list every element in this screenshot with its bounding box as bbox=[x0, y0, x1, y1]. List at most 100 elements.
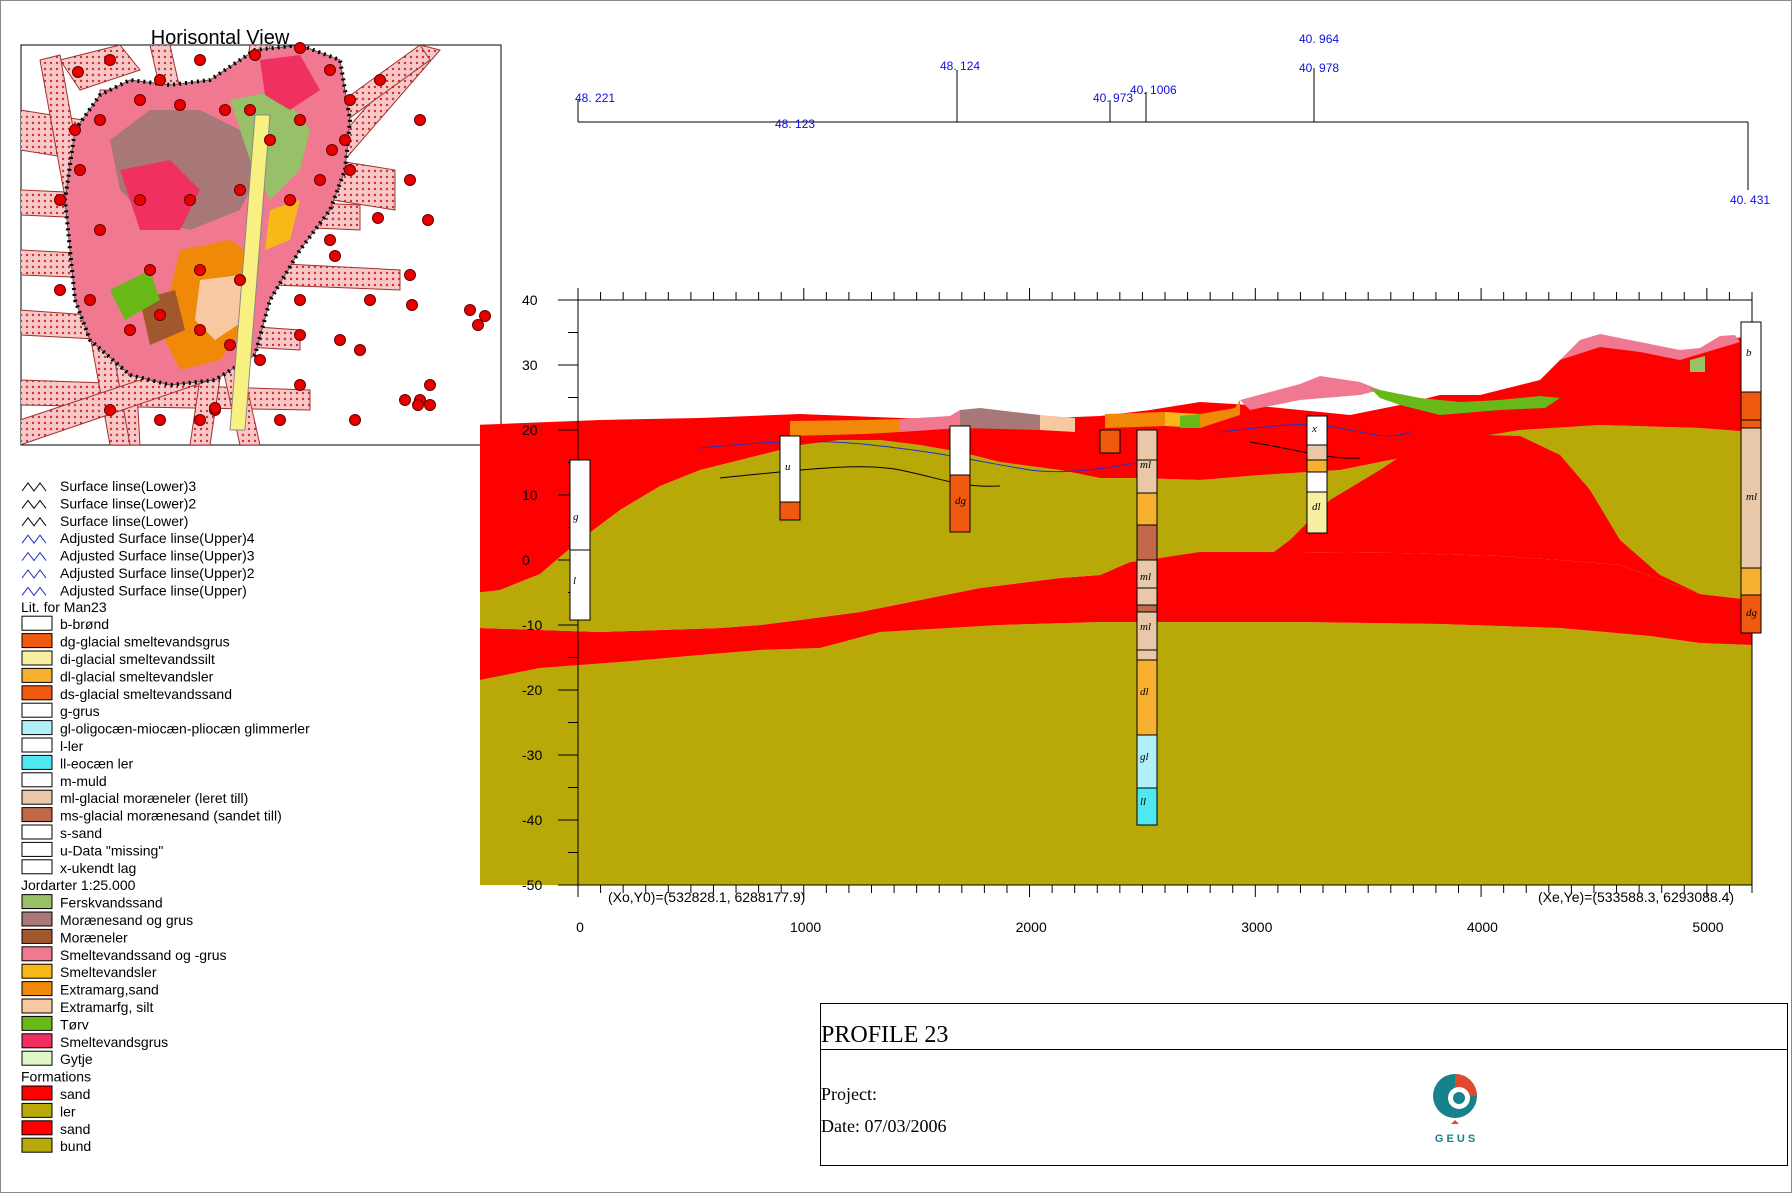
legend-item-label: Smeltevandsgrus bbox=[60, 1034, 168, 1050]
borehole-point bbox=[414, 114, 426, 126]
y-tick-label: 30 bbox=[522, 357, 538, 373]
y-tick-label: 40 bbox=[522, 292, 538, 308]
legend-swatch bbox=[21, 963, 53, 979]
borehole-48-221 bbox=[569, 549, 591, 621]
borehole-point bbox=[344, 94, 356, 106]
borehole-point bbox=[194, 54, 206, 66]
legend-swatch bbox=[21, 1050, 53, 1066]
legend-item-label: b-brønd bbox=[60, 616, 109, 632]
legend-item-label: s-sand bbox=[60, 825, 102, 841]
legend-item-label: dg-glacial smeltevandsgrus bbox=[60, 634, 230, 650]
y-tick-label: -30 bbox=[522, 747, 542, 763]
geology-map bbox=[64, 45, 351, 386]
x-tick-label: 1000 bbox=[790, 919, 821, 935]
layer-bund bbox=[480, 622, 1752, 885]
borehole-label: g bbox=[573, 511, 579, 523]
borehole-points bbox=[54, 42, 491, 426]
horizontal-view-title: Horisontal View bbox=[151, 27, 290, 49]
borehole-40-964 bbox=[1306, 444, 1328, 461]
y-tick-label: 0 bbox=[522, 552, 530, 568]
borehole-point bbox=[249, 49, 261, 61]
borehole-label: b bbox=[1746, 347, 1752, 359]
borehole-point bbox=[69, 124, 81, 136]
borehole-label: l bbox=[573, 575, 576, 587]
legend-item-label: x-ukendt lag bbox=[60, 860, 136, 876]
borehole-40-431 bbox=[1740, 419, 1762, 429]
legend-swatch bbox=[21, 667, 53, 683]
legend-item-label: Extramarfg, silt bbox=[60, 999, 153, 1015]
borehole-point bbox=[134, 94, 146, 106]
borehole-label: dl bbox=[1140, 686, 1149, 698]
y-tick-label: -50 bbox=[522, 877, 542, 893]
borehole-point bbox=[314, 174, 326, 186]
borehole-point bbox=[154, 309, 166, 321]
borehole-48-221 bbox=[569, 459, 591, 551]
legend-swatch bbox=[21, 1033, 53, 1049]
legend-swatch bbox=[21, 720, 53, 736]
well-label: 40. 1006 bbox=[1130, 83, 1177, 97]
legend-item-label: Moræneler bbox=[60, 929, 128, 945]
borehole-point bbox=[144, 264, 156, 276]
legend-section-title: Formations bbox=[21, 1069, 91, 1085]
well-label: 40. 431 bbox=[1730, 193, 1770, 207]
borehole-40-1006 bbox=[1136, 492, 1158, 526]
borehole-point bbox=[94, 114, 106, 126]
borehole-point bbox=[324, 234, 336, 246]
borehole-40-973 bbox=[1099, 429, 1121, 454]
legend-section-title: Jordarter 1:25.000 bbox=[21, 877, 136, 893]
legend-swatch bbox=[21, 824, 53, 840]
legend-swatch bbox=[21, 650, 53, 666]
surface-unit-ferskvand bbox=[1690, 356, 1705, 372]
date-label: Date: 07/03/2006 bbox=[821, 1116, 947, 1136]
well-label: 40. 964 bbox=[1299, 32, 1339, 46]
borehole-point bbox=[264, 134, 276, 146]
legend-swatch bbox=[21, 998, 53, 1014]
well-label: 40. 978 bbox=[1299, 61, 1339, 75]
legend-item-label: ml-glacial moræneler (leret till) bbox=[60, 790, 248, 806]
borehole-label: ll bbox=[1140, 796, 1146, 808]
surface-unit-torv bbox=[1180, 414, 1200, 428]
borehole-point bbox=[134, 194, 146, 206]
borehole-label: dl bbox=[1312, 501, 1321, 513]
legend-line-label: Adjusted Surface linse(Upper)4 bbox=[60, 530, 255, 546]
borehole-label: gl bbox=[1140, 751, 1149, 763]
borehole-point bbox=[174, 99, 186, 111]
legend-line-icon bbox=[21, 534, 47, 545]
legend-item-label: Smeltevandsler bbox=[60, 964, 157, 980]
borehole-point bbox=[184, 194, 196, 206]
borehole-point bbox=[344, 164, 356, 176]
legend-swatch bbox=[21, 841, 53, 857]
legend-line-label: Surface linse(Lower)2 bbox=[60, 495, 196, 511]
borehole-label: dg bbox=[1746, 607, 1758, 619]
borehole-point bbox=[72, 66, 84, 78]
legend-item-label: l-ler bbox=[60, 738, 84, 754]
borehole-40-1006 bbox=[1136, 429, 1158, 461]
legend-item-label: u-Data "missing" bbox=[60, 842, 163, 858]
legend-item-label: ll-eocæn ler bbox=[60, 755, 133, 771]
legend-swatch bbox=[21, 754, 53, 770]
borehole-point bbox=[194, 264, 206, 276]
legend-item-label: Morænesand og grus bbox=[60, 912, 193, 928]
legend-item-label: g-grus bbox=[60, 703, 100, 719]
legend-item-label: gl-oligocæn-miocæn-pliocæn glimmerler bbox=[60, 721, 310, 737]
borehole-40-1006 bbox=[1136, 649, 1158, 661]
title-block: PROFILE 23 Project: Date: 07/03/2006 G E… bbox=[820, 1003, 1788, 1166]
borehole-40-964 bbox=[1306, 491, 1328, 534]
legend-swatch bbox=[21, 1137, 53, 1153]
borehole-point bbox=[424, 399, 436, 411]
borehole-point bbox=[329, 250, 341, 262]
surface-unit-extramarfg bbox=[1040, 415, 1075, 432]
x-tick-label: 5000 bbox=[1692, 919, 1723, 935]
legend-line-icon bbox=[21, 516, 47, 527]
borehole-point bbox=[422, 214, 434, 226]
borehole-point bbox=[234, 274, 246, 286]
borehole-48-124 bbox=[949, 474, 971, 533]
x-tick-label: 4000 bbox=[1467, 919, 1498, 935]
x-tick-label: 3000 bbox=[1241, 919, 1272, 935]
borehole-label: x bbox=[1311, 423, 1317, 435]
borehole-point bbox=[274, 414, 286, 426]
y-tick-label: 10 bbox=[522, 487, 538, 503]
legend-item-label: ms-glacial morænesand (sandet till) bbox=[60, 808, 282, 824]
project-label: Project: bbox=[821, 1084, 877, 1104]
legend-line-icon bbox=[21, 551, 47, 562]
